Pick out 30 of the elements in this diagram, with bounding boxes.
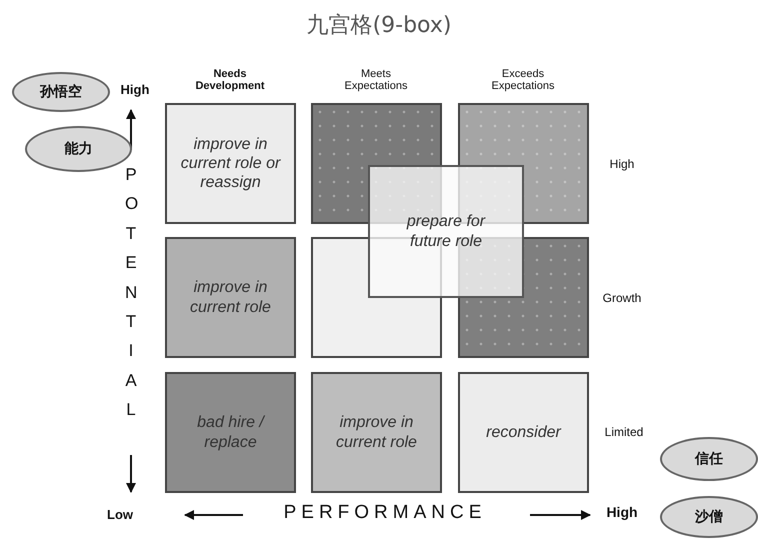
tag-label: 信任 (694, 450, 724, 468)
box-label: reconsider (485, 422, 562, 442)
axis-end-label: Low (106, 508, 134, 522)
highlight-overlay (368, 165, 524, 298)
row-label: High (608, 158, 636, 172)
box-label: improve in current role or reassign (180, 134, 282, 192)
row-label: Limited (604, 426, 644, 440)
grid-box (311, 372, 442, 493)
box-label: improve in current role (335, 413, 418, 452)
axis-title: PERFORMANCE (282, 503, 488, 524)
grid-box (165, 103, 296, 224)
box-label: improve in current role (189, 278, 272, 317)
grid-box (165, 237, 296, 358)
grid-box (458, 372, 589, 493)
column-header: Needs Development (194, 68, 266, 92)
axis-end-label: High (120, 83, 150, 98)
grid-box (165, 372, 296, 493)
title: 九宫格(9-box) (306, 14, 452, 38)
column-header: Exceeds Expectations (490, 68, 556, 92)
box-label: bad hire / replace (196, 413, 266, 452)
tag-label: 能力 (64, 140, 94, 158)
axis-title: POTENTIAL (125, 164, 137, 422)
tag-label: 沙僧 (694, 508, 724, 526)
row-label: Growth (602, 292, 642, 306)
axis-end-label: High (605, 505, 639, 520)
column-header: Meets Expectations (344, 68, 408, 92)
oval-tag (660, 437, 758, 481)
oval-tag (660, 496, 758, 538)
tag-label: 孙悟空 (38, 83, 83, 101)
box-label: prepare for future role (406, 212, 486, 251)
